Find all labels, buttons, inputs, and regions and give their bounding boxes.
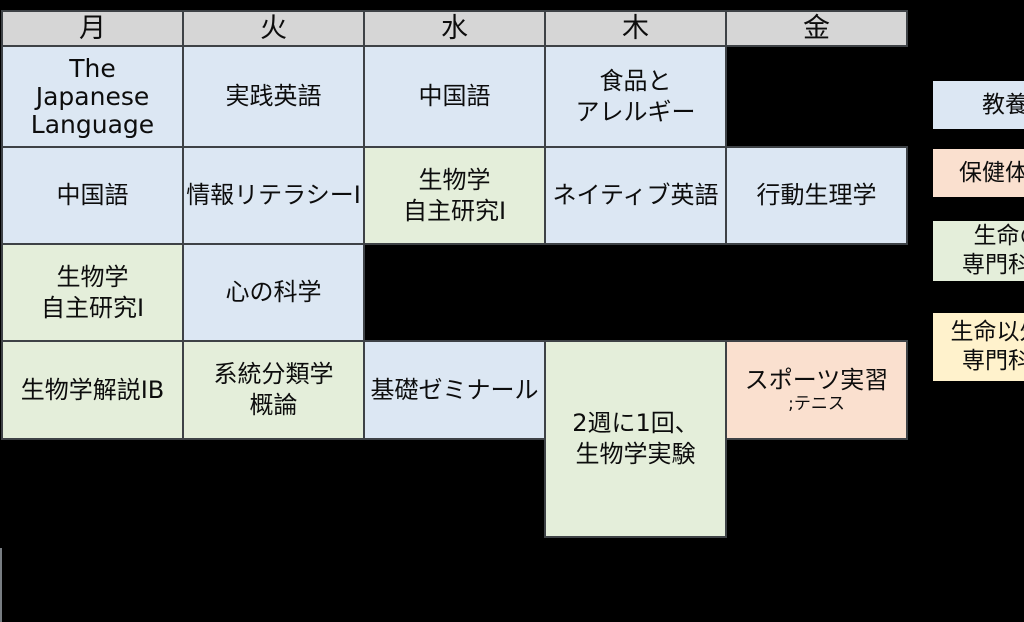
day-header-fri: 金 — [725, 10, 908, 47]
cell-mon-2: 中国語 — [1, 146, 184, 245]
course-title-line: 2週に1回、 — [572, 409, 699, 437]
legend-health-pe: 保健体育科目 — [933, 149, 1024, 197]
course-title-line: 自主研究I — [402, 196, 507, 225]
table-row: 中国語 情報リテラシーI 生物学 自主研究I ネイティブ英語 行動生理学 — [1, 146, 908, 245]
day-header-wed: 水 — [363, 10, 546, 47]
course-title-line: ネイティブ英語 — [552, 181, 719, 209]
cell-mon-4: 生物学解説IB — [1, 340, 184, 440]
legend-label-line: 教養科目 — [982, 91, 1024, 118]
cell-thu-3-empty — [545, 244, 726, 341]
cell-tue-4: 系統分類学 概論 — [182, 340, 365, 440]
day-header-thu: 木 — [544, 10, 727, 47]
table-row: The Japanese Language 実践英語 中国語 食品と アレルギー — [1, 45, 907, 148]
cell-tue-2: 情報リテラシーI — [182, 146, 365, 245]
cell-fri-4-sports: スポーツ実習 ;テニス — [725, 340, 908, 440]
course-title-line: 系統分類学 — [213, 360, 334, 388]
legend-label-line: 保健体育科目 — [959, 159, 1024, 186]
cell-tue-5-empty — [183, 439, 364, 537]
course-title-line: Japanese — [35, 81, 150, 111]
course-title-line: 生物学解説IB — [20, 375, 165, 404]
legend-label-line: 生命の — [973, 223, 1024, 249]
legend-label-line: 生命以外の — [950, 319, 1024, 345]
cell-thu-2: ネイティブ英語 — [544, 146, 727, 245]
course-title-line: 生物学 — [56, 262, 129, 291]
table-row — [2, 439, 907, 537]
cell-tue-3: 心の科学 — [182, 243, 365, 342]
course-title-line: スポーツ実習 — [744, 366, 889, 394]
course-title-line: 中国語 — [418, 82, 491, 110]
table-row: 生物学解説IB 系統分類学 概論 基礎ゼミナール 2週に1回、 生物学実験 スポ… — [1, 340, 908, 538]
table-edge-artifact — [0, 548, 2, 622]
cell-wed-1: 中国語 — [363, 45, 546, 148]
day-header-row: 月 火 水 木 金 — [1, 10, 908, 47]
cell-tue-1: 実践英語 — [182, 45, 365, 148]
cell-fri-5-empty — [726, 439, 907, 537]
cell-wed-4: 基礎ゼミナール — [363, 340, 546, 440]
cell-mon-3: 生物学 自主研究I — [1, 243, 184, 342]
weekly-timetable: 月 火 水 木 金 The Japanese Language 実践英語 中国語 — [1, 10, 908, 538]
cell-mon-5-empty — [2, 439, 183, 537]
cell-fri-3-empty — [726, 244, 907, 341]
course-title-line: 基礎ゼミナール — [370, 375, 539, 404]
course-title-line: 中国語 — [56, 181, 129, 209]
cell-wed-3-empty — [364, 244, 545, 341]
course-title-line: The — [69, 53, 116, 83]
legend-general-education: 教養科目 — [933, 81, 1024, 129]
course-title-line: 実践英語 — [225, 82, 322, 110]
legend-label-line: 専門科目 — [962, 348, 1024, 374]
course-subtitle-line: ;テニス — [788, 394, 845, 414]
course-title-line: 食品と — [599, 66, 672, 95]
course-title-line: 生物学 — [418, 165, 491, 194]
cell-wed-2: 生物学 自主研究I — [363, 146, 546, 245]
cell-mon-1: The Japanese Language — [1, 45, 184, 148]
cell-wed-5-empty — [364, 439, 545, 537]
course-title-line: アレルギー — [575, 97, 696, 126]
course-title-line: 心の科学 — [225, 278, 322, 306]
course-title-line: 情報リテラシーI — [186, 181, 361, 209]
table-row: 生物学 自主研究I 心の科学 — [1, 243, 907, 342]
cell-fri-1-empty — [726, 46, 907, 147]
cell-fri-2: 行動生理学 — [725, 146, 908, 245]
course-title-line: 行動生理学 — [756, 181, 877, 209]
course-title-line: 生物学実験 — [575, 440, 696, 468]
cell-thu-4-biology-lab: 2週に1回、 生物学実験 — [544, 340, 727, 538]
legend-nonlife-major: 生命以外の 専門科目 — [933, 313, 1024, 381]
cell-thu-1: 食品と アレルギー — [544, 45, 727, 148]
legend-label-line: 専門科目 — [962, 252, 1024, 278]
legend-life-major: 生命の 専門科目 — [933, 221, 1024, 281]
course-title-line: 概論 — [249, 391, 298, 419]
course-title-line: 自主研究I — [40, 293, 145, 322]
day-header-tue: 火 — [182, 10, 365, 47]
course-title-line: Language — [30, 109, 155, 139]
day-header-mon: 月 — [1, 10, 184, 47]
